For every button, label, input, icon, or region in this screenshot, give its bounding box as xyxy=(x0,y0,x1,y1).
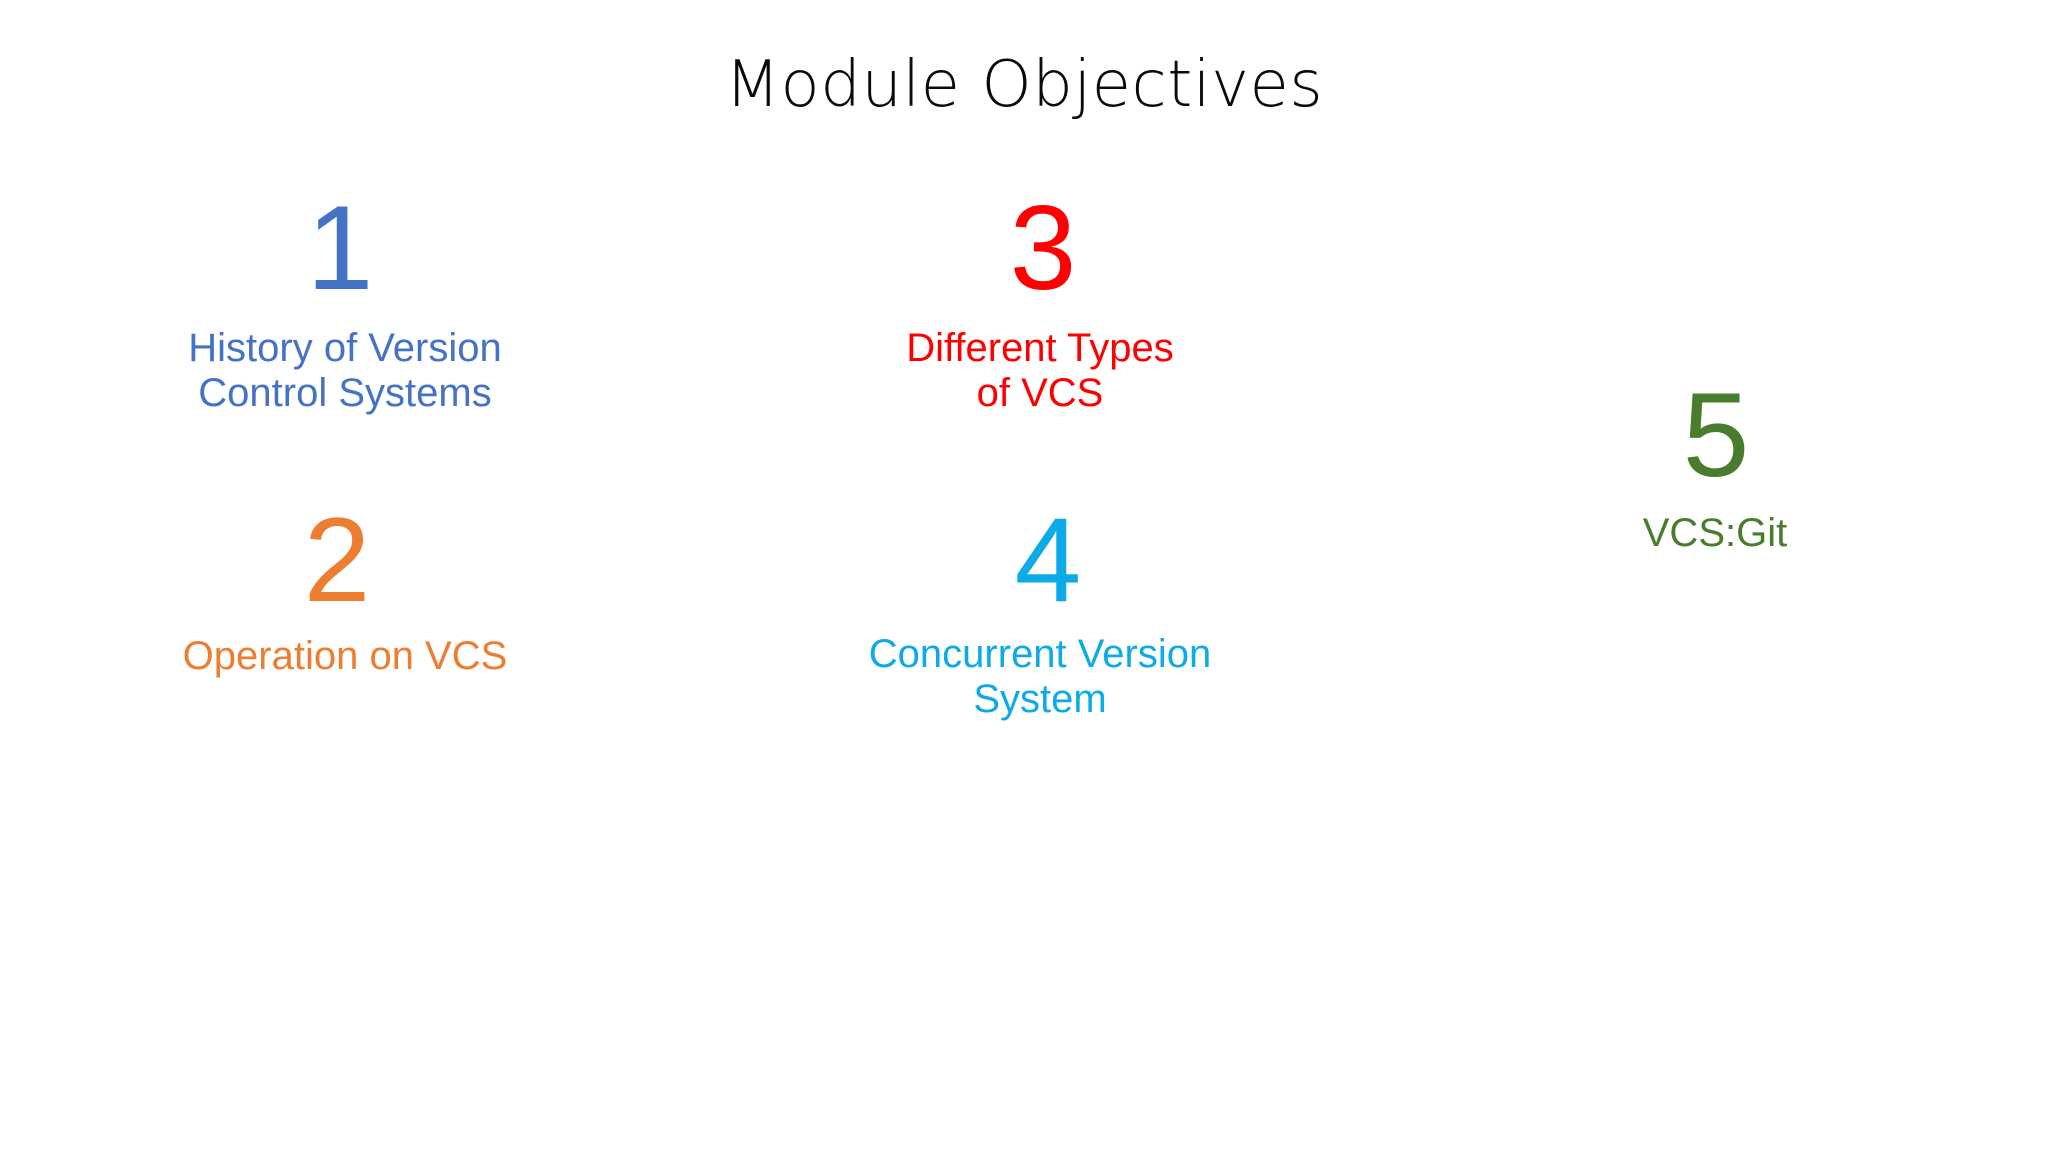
objective-item-2[interactable]: 2 Operation on VCS xyxy=(80,500,610,679)
objective-number-2: 2 xyxy=(303,493,371,627)
objective-item-1[interactable]: 1 History of Version Control Systems xyxy=(80,188,610,416)
objective-number-5: 5 xyxy=(1682,368,1750,502)
objective-label-4: Concurrent Version System xyxy=(868,632,1212,721)
objective-number-4: 4 xyxy=(1014,493,1082,627)
objective-number-1: 1 xyxy=(306,181,374,315)
objective-number-3: 3 xyxy=(1009,181,1077,315)
objective-label-2: Operation on VCS xyxy=(182,634,508,678)
objective-item-4[interactable]: 4 Concurrent Version System xyxy=(760,500,1320,722)
objective-label-1: History of Version Control Systems xyxy=(188,326,502,415)
objective-label-3: Different Types of VCS xyxy=(906,326,1174,415)
objective-label-5: VCS:Git xyxy=(1642,511,1788,555)
objective-item-5[interactable]: 5 VCS:Git xyxy=(1500,375,1930,556)
page-title: Module Objectives xyxy=(724,48,1324,122)
objective-item-3[interactable]: 3 Different Types of VCS xyxy=(785,188,1295,416)
